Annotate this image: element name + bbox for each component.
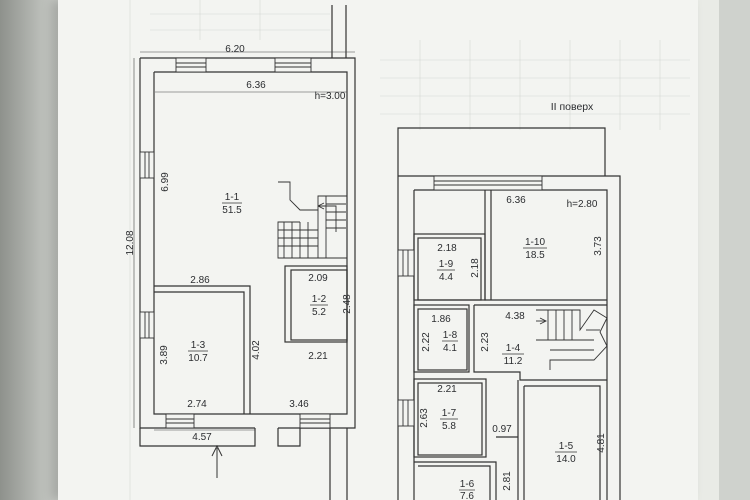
floor-2-windows [397, 175, 543, 427]
room-1-1-id: 1-1 [225, 192, 240, 203]
room-1-5-area: 14.0 [556, 454, 576, 465]
floor-2-stairs [536, 309, 608, 370]
room-1-10-area: 18.5 [525, 250, 545, 261]
f1-dim-room-1-1-height: 6.99 [160, 172, 171, 192]
f1-dim-room-1-2-top: 2.09 [308, 273, 328, 284]
f1-dim-top-inner: 6.36 [246, 80, 266, 91]
room-1-10-id: 1-10 [525, 237, 545, 248]
f2-dim-room-1-4-top: 4.38 [505, 311, 525, 322]
room-1-2-area: 5.2 [312, 307, 326, 318]
f1-dim-room-1-2-right: 2.48 [342, 294, 353, 314]
floor-1-stairs [277, 181, 348, 259]
room-1-4-id: 1-4 [506, 343, 521, 354]
floor-1-windows [139, 57, 331, 429]
f2-dim-room-1-5-right: 4.81 [596, 433, 607, 453]
room-1-7-area: 5.8 [442, 421, 456, 432]
paper-sheet [58, 0, 698, 500]
f1-dim-room-1-3-bottom: 2.74 [187, 399, 207, 410]
f1-dim-hall-width: 2.21 [308, 351, 328, 362]
room-1-6-id: 1-6 [460, 479, 475, 490]
f2-height-mark: h=2.80 [567, 199, 598, 210]
f1-dim-bottom-right: 3.46 [289, 399, 309, 410]
f1-height-mark: h=3.00 [315, 91, 346, 102]
room-1-3-id: 1-3 [191, 340, 206, 351]
f2-dim-room-1-6-right: 2.81 [502, 471, 513, 491]
f2-dim-room-1-8-right: 2.23 [480, 332, 491, 352]
room-1-7-id: 1-7 [442, 408, 457, 419]
room-1-5-id: 1-5 [559, 441, 574, 452]
entrance-arrow [211, 444, 223, 478]
f2-dim-room-1-8-left: 2.22 [421, 332, 432, 352]
room-1-4-area: 11.2 [504, 356, 523, 367]
room-1-9-id: 1-9 [439, 259, 454, 270]
f1-dim-top-outer: 6.20 [225, 44, 245, 55]
f1-dim-room-1-3-right: 4.02 [251, 340, 262, 360]
room-1-6-area: 7.6 [460, 491, 474, 500]
background-form-grid [129, 0, 690, 500]
f2-dim-room-1-9-top: 2.18 [437, 243, 457, 254]
floor-1-dimension-lines [133, 51, 355, 431]
f2-dim-top-inner: 6.36 [506, 195, 526, 206]
room-1-3-area: 10.7 [188, 353, 208, 364]
floor-2-title: II поверх [551, 101, 594, 113]
f2-dim-room-1-9-right: 2.18 [470, 258, 481, 278]
room-1-8-id: 1-8 [443, 330, 458, 341]
room-1-1-area: 51.5 [222, 205, 242, 216]
f1-dim-entry-width: 4.57 [192, 432, 212, 443]
f2-dim-room-1-10-right: 3.73 [593, 236, 604, 256]
f2-dim-room-1-8-top: 1.86 [431, 314, 451, 325]
page-shadow [0, 0, 66, 500]
room-1-9-area: 4.4 [439, 272, 453, 283]
f2-dim-room-1-7-top: 2.21 [437, 384, 457, 395]
f1-dim-left-total: 12.08 [125, 230, 136, 255]
room-1-8-area: 4.1 [443, 343, 457, 354]
room-1-2-id: 1-2 [312, 294, 327, 305]
f1-dim-room-1-3-top: 2.86 [190, 275, 210, 286]
f1-dim-room-1-3-left: 3.89 [159, 345, 170, 365]
f2-dim-room-1-7-left: 2.63 [419, 408, 430, 428]
f2-dim-gap-width: 0.97 [492, 424, 512, 435]
